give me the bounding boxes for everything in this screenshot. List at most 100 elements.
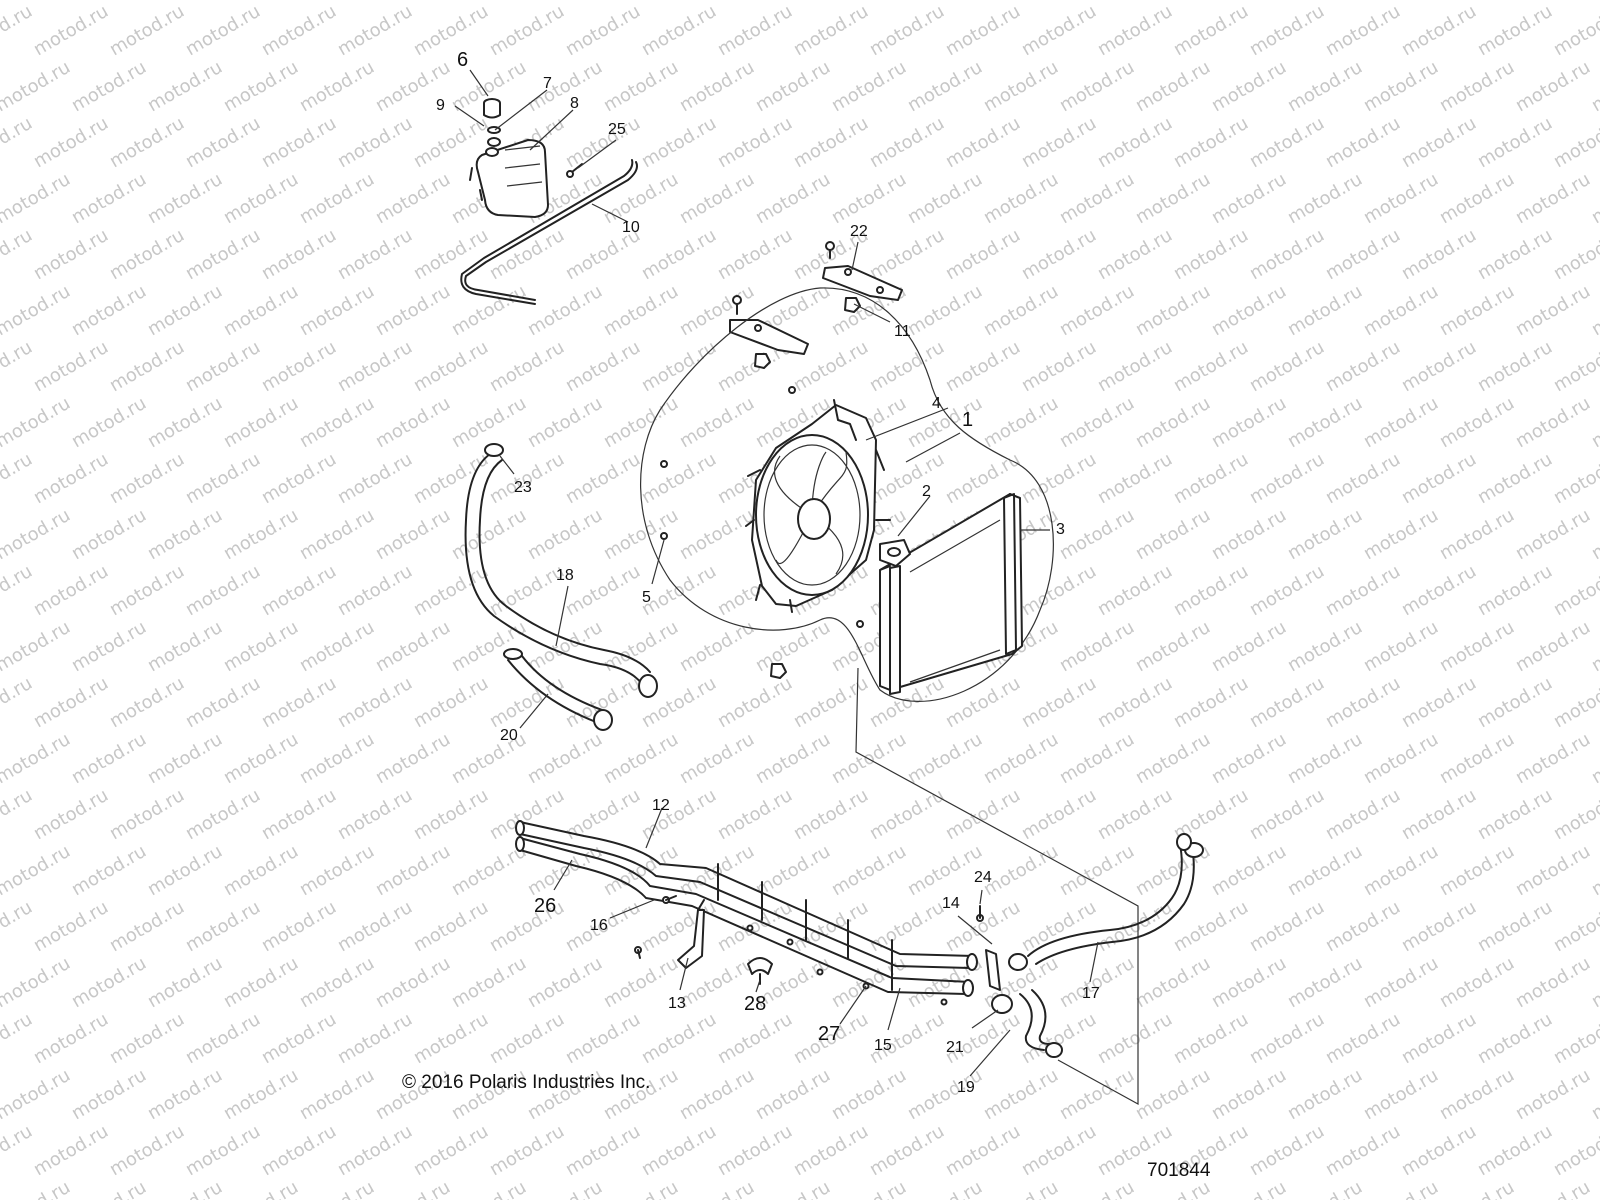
watermark-text: motod.ru	[30, 897, 112, 956]
watermark-text: motod.ru	[1246, 1121, 1328, 1180]
watermark-text: motod.ru	[1474, 673, 1556, 732]
watermark-text: motod.ru	[1474, 897, 1556, 956]
watermark-text: motod.ru	[106, 561, 188, 620]
watermark-text: motod.ru	[1474, 113, 1556, 172]
watermark-text: motod.ru	[1322, 225, 1404, 284]
copyright-notice: © 2016 Polaris Industries Inc.	[402, 1072, 651, 1093]
watermark-text: motod.ru	[296, 617, 378, 676]
watermark-text: motod.ru	[1284, 1177, 1366, 1200]
watermark-text: motod.ru	[182, 785, 264, 844]
watermark-text: motod.ru	[296, 505, 378, 564]
watermark-text: motod.ru	[752, 841, 834, 900]
watermark-text: motod.ru	[0, 1, 36, 60]
watermark-text: motod.ru	[676, 0, 758, 4]
watermark-text: motod.ru	[904, 281, 986, 340]
watermark-text: motod.ru	[0, 505, 74, 564]
callout-9: 9	[436, 97, 445, 114]
watermark-text: motod.ru	[904, 169, 986, 228]
watermark-text: motod.ru	[30, 785, 112, 844]
callout-16: 16	[590, 917, 608, 934]
watermark-text: motod.ru	[220, 169, 302, 228]
watermark-text: motod.ru	[1284, 393, 1366, 452]
watermark-text: motod.ru	[942, 785, 1024, 844]
callout-25: 25	[608, 121, 626, 138]
watermark-text: motod.ru	[258, 337, 340, 396]
watermark-text: motod.ru	[0, 617, 74, 676]
watermark-text: motod.ru	[258, 225, 340, 284]
watermark-text: motod.ru	[600, 57, 682, 116]
watermark-text: motod.ru	[866, 337, 948, 396]
watermark-text: motod.ru	[1056, 729, 1138, 788]
watermark-text: motod.ru	[866, 1121, 948, 1180]
watermark-text: motod.ru	[144, 57, 226, 116]
watermark-text: motod.ru	[410, 561, 492, 620]
watermark-text: motod.ru	[752, 1065, 834, 1124]
callout-4: 4	[932, 395, 941, 412]
watermark-text: motod.ru	[524, 281, 606, 340]
watermark-text: motod.ru	[714, 225, 796, 284]
watermark-text: motod.ru	[1246, 785, 1328, 844]
watermark-text: motod.ru	[1398, 113, 1480, 172]
watermark-text: motod.ru	[372, 0, 454, 4]
watermark-text: motod.ru	[0, 337, 36, 396]
watermark-text: motod.ru	[334, 561, 416, 620]
watermark-text: motod.ru	[1322, 785, 1404, 844]
callout-17: 17	[1082, 985, 1100, 1002]
watermark-text: motod.ru	[144, 953, 226, 1012]
watermark-text: motod.ru	[1398, 673, 1480, 732]
watermark-text: motod.ru	[638, 337, 720, 396]
watermark-text: motod.ru	[30, 673, 112, 732]
watermark-text: motod.ru	[600, 1177, 682, 1200]
assembly-connection-line	[855, 667, 1139, 1106]
watermark-text: motod.ru	[904, 729, 986, 788]
watermark-text: motod.ru	[1284, 617, 1366, 676]
watermark-text: motod.ru	[1132, 617, 1214, 676]
watermark-text: motod.ru	[68, 281, 150, 340]
watermark-text: motod.ru	[30, 1121, 112, 1180]
callout-23: 23	[514, 479, 532, 496]
watermark-text: motod.ru	[1436, 617, 1518, 676]
watermark-text: motod.ru	[1588, 281, 1600, 340]
watermark-text: motod.ru	[1208, 617, 1290, 676]
watermark-text: motod.ru	[1398, 337, 1480, 396]
watermark-text: motod.ru	[562, 449, 644, 508]
watermark-text: motod.ru	[1322, 1121, 1404, 1180]
watermark-text: motod.ru	[68, 505, 150, 564]
watermark-text: motod.ru	[1322, 1009, 1404, 1068]
watermark-text: motod.ru	[942, 1121, 1024, 1180]
watermark-text: motod.ru	[1094, 225, 1176, 284]
watermark-text: motod.ru	[1284, 729, 1366, 788]
watermark-text: motod.ru	[1208, 505, 1290, 564]
watermark-text: motod.ru	[1056, 169, 1138, 228]
watermark-text: motod.ru	[1588, 0, 1600, 4]
watermark-text: motod.ru	[1284, 169, 1366, 228]
watermark-text: motod.ru	[1284, 281, 1366, 340]
watermark-text: motod.ru	[486, 1121, 568, 1180]
watermark-text: motod.ru	[638, 1, 720, 60]
watermark-text: motod.ru	[220, 1177, 302, 1200]
watermark-text: motod.ru	[1360, 169, 1442, 228]
watermark-text: motod.ru	[1018, 1121, 1100, 1180]
hose-bracket	[985, 949, 1001, 991]
watermark-text: motod.ru	[1398, 1121, 1480, 1180]
radiator	[879, 493, 1023, 695]
watermark-text: motod.ru	[600, 729, 682, 788]
watermark-text: motod.ru	[828, 841, 910, 900]
watermark-text: motod.ru	[372, 505, 454, 564]
watermark-text: motod.ru	[942, 113, 1024, 172]
lower-right-hose	[991, 989, 1063, 1058]
watermark-text: motod.ru	[1056, 841, 1138, 900]
watermark-text: motod.ru	[1398, 1009, 1480, 1068]
watermark-text: motod.ru	[1132, 57, 1214, 116]
hose-clamp-lower-right	[638, 674, 658, 698]
watermark-text: motod.ru	[182, 897, 264, 956]
watermark-text: motod.ru	[866, 225, 948, 284]
watermark-text: motod.ru	[1132, 1065, 1214, 1124]
watermark-text: motod.ru	[334, 449, 416, 508]
watermark-text: motod.ru	[106, 113, 188, 172]
watermark-text: motod.ru	[106, 785, 188, 844]
watermark-text: motod.ru	[1550, 225, 1600, 284]
watermark-text: motod.ru	[410, 897, 492, 956]
watermark-text: motod.ru	[562, 785, 644, 844]
callout-24: 24	[974, 869, 992, 886]
